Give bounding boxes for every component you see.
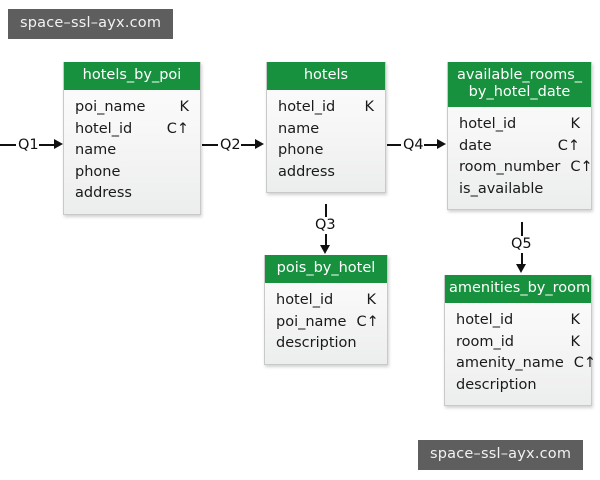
field-name: room_number	[459, 159, 561, 176]
field-row: address	[278, 162, 374, 184]
field-name: room_id	[456, 333, 514, 350]
entity-title-hotels: hotels	[267, 62, 385, 91]
edge-label-q4: Q4	[401, 137, 426, 154]
edge-q2-line-2	[241, 144, 256, 146]
entity-title-available-rooms-by-hotel-date: available_rooms_ by_hotel_date	[448, 62, 591, 108]
edge-label-q1: Q1	[16, 137, 41, 154]
field-name: name	[75, 142, 117, 159]
field-row: hotel_id K	[278, 97, 374, 119]
entity-amenities-by-room[interactable]: amenities_by_room hotel_id K room_id K a…	[444, 275, 596, 407]
entity-fields-hotels: hotel_id K name phone address	[267, 90, 385, 192]
edge-q2-arrowhead	[255, 139, 264, 149]
edge-q3-line-2	[325, 234, 327, 246]
entity-available-rooms-by-hotel-date[interactable]: available_rooms_ by_hotel_date hotel_id …	[447, 62, 593, 211]
field-row: hotel_id K	[459, 114, 580, 136]
field-key: K	[179, 99, 189, 116]
field-row: date C↑	[459, 136, 580, 158]
field-name: description	[276, 335, 357, 352]
watermark-top: space–ssl–ayx.com	[8, 9, 174, 39]
edge-label-q2: Q2	[218, 137, 243, 154]
field-row: description	[456, 375, 580, 397]
edge-q3-line	[325, 204, 327, 217]
edge-q4-line	[387, 144, 401, 146]
field-row: poi_name C↑	[276, 312, 379, 334]
field-name: address	[278, 163, 335, 180]
field-key: K	[364, 99, 374, 116]
edge-label-q3: Q3	[313, 217, 338, 234]
field-name: poi_name	[75, 99, 146, 116]
edge-q4-line-2	[424, 144, 438, 146]
field-name: name	[278, 120, 320, 137]
field-row: amenity_name C↑	[456, 353, 596, 375]
field-key: C↑	[356, 313, 379, 330]
field-row: name	[75, 140, 189, 162]
field-row: address	[75, 183, 189, 205]
field-key: C↑	[570, 159, 593, 176]
entity-pois-by-hotel[interactable]: pois_by_hotel hotel_id K poi_name C↑ des…	[264, 255, 388, 365]
field-name: amenity_name	[456, 355, 564, 372]
field-row: phone	[278, 140, 374, 162]
field-row: poi_name K	[75, 97, 189, 119]
field-key: C↑	[573, 355, 597, 372]
edge-q5-line	[521, 222, 523, 236]
edge-q3-arrowhead	[320, 245, 330, 254]
entity-hotels[interactable]: hotels hotel_id K name phone address	[266, 62, 386, 194]
field-name: date	[459, 137, 492, 154]
field-name: hotel_id	[459, 116, 517, 133]
field-row: room_number C↑	[459, 157, 593, 179]
field-name: hotel_id	[276, 292, 334, 309]
field-row: is_available	[459, 179, 580, 201]
edge-q5-line-2	[521, 253, 523, 265]
field-name: description	[456, 376, 537, 393]
edge-q1-line-2	[39, 144, 55, 146]
edge-label-q5: Q5	[509, 236, 534, 253]
field-name: phone	[75, 163, 121, 180]
field-name: hotel_id	[75, 120, 133, 137]
field-key: C↑	[557, 137, 580, 154]
field-row: room_id K	[456, 332, 580, 354]
field-row: hotel_id K	[456, 310, 580, 332]
field-name: poi_name	[276, 313, 347, 330]
entity-title-amenities-by-room: amenities_by_room	[445, 275, 591, 304]
edge-q1-arrowhead	[54, 139, 63, 149]
entity-fields-pois-by-hotel: hotel_id K poi_name C↑ description	[265, 283, 387, 364]
entity-title-pois-by-hotel: pois_by_hotel	[265, 255, 387, 284]
edge-q2-line	[202, 144, 218, 146]
field-key: K	[570, 312, 580, 329]
entity-fields-available-rooms: hotel_id K date C↑ room_number C↑ is_ava…	[448, 107, 593, 209]
field-key: C↑	[166, 120, 189, 137]
field-row: hotel_id C↑	[75, 119, 189, 141]
entity-fields-amenities-by-room: hotel_id K room_id K amenity_name C↑ des…	[445, 303, 596, 405]
field-name: address	[75, 185, 132, 202]
field-key: K	[570, 116, 580, 133]
field-row: hotel_id K	[276, 290, 376, 312]
watermark-bottom: space–ssl–ayx.com	[418, 440, 584, 470]
field-row: phone	[75, 162, 189, 184]
edge-q5-arrowhead	[516, 264, 526, 273]
field-name: is_available	[459, 180, 544, 197]
field-name: hotel_id	[456, 312, 514, 329]
field-name: hotel_id	[278, 99, 336, 116]
field-row: name	[278, 119, 374, 141]
edge-q1-line	[0, 144, 16, 146]
entity-title-hotels-by-poi: hotels_by_poi	[64, 62, 200, 91]
field-name: phone	[278, 142, 324, 159]
field-key: K	[366, 292, 376, 309]
entity-fields-hotels-by-poi: poi_name K hotel_id C↑ name phone addres…	[64, 90, 200, 214]
field-row: description	[276, 333, 376, 355]
entity-hotels-by-poi[interactable]: hotels_by_poi poi_name K hotel_id C↑ nam…	[63, 62, 201, 215]
edge-q4-arrowhead	[437, 139, 446, 149]
field-key: K	[570, 333, 580, 350]
